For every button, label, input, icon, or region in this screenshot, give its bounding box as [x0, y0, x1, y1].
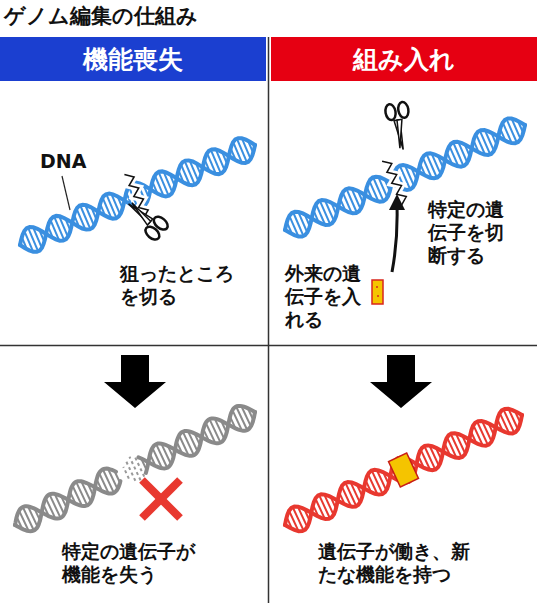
base-pair — [319, 495, 330, 519]
base-pair — [183, 432, 194, 456]
base-pair — [123, 467, 129, 479]
cut-gap — [382, 161, 406, 205]
base-pair — [293, 507, 304, 531]
base-pair — [103, 469, 114, 493]
base-pair — [346, 189, 356, 213]
base-pair — [426, 154, 436, 178]
cross-mark — [142, 480, 180, 518]
caption-text: 特定の遺伝子を切断する — [428, 198, 504, 266]
header-band: 機能喪失 — [0, 37, 266, 81]
base-pair — [453, 142, 463, 166]
base-pair — [23, 507, 34, 531]
base-pair — [80, 205, 90, 229]
dna-strand — [285, 409, 522, 525]
down-arrow — [370, 355, 432, 408]
caption-text: 狙ったところを切る — [120, 262, 234, 308]
base-pair — [293, 212, 303, 236]
base-pair — [345, 483, 356, 507]
result-text: 遺伝子が働き、新たな機能を持つ — [318, 540, 470, 586]
dna-strand — [20, 145, 255, 252]
arrow-head — [389, 194, 405, 210]
base-pair — [424, 446, 435, 470]
dna-strand — [285, 415, 522, 531]
base-pair — [506, 119, 516, 143]
base-pair — [129, 457, 140, 481]
title: ゲノム編集の仕組み — [4, 4, 198, 29]
base-pair — [54, 216, 64, 240]
insert-arrow — [392, 205, 397, 272]
leader-line — [62, 176, 70, 210]
dna-strand — [20, 138, 255, 245]
foreign-gene — [372, 280, 383, 304]
base-pair — [480, 131, 490, 155]
base-pair — [373, 177, 383, 201]
base-pair — [106, 194, 116, 218]
dna-label: DNA — [40, 150, 97, 173]
band-label: 機能喪失 — [83, 43, 183, 76]
dna-strand — [139, 406, 256, 469]
result-text: 特定の遺伝子が機能を失う — [62, 540, 195, 586]
band-label: 組み入れ — [353, 43, 455, 76]
cut-line — [382, 161, 406, 205]
dna-helices — [15, 119, 525, 532]
base-pair — [451, 434, 462, 458]
caption-text: 外来の遺伝子を入れる — [285, 262, 361, 330]
base-pair — [185, 161, 195, 185]
scissors — [121, 196, 170, 243]
base-pair — [211, 150, 221, 174]
header-band: 組み入れ — [271, 37, 537, 81]
divider — [268, 37, 270, 603]
dna-strand — [146, 412, 255, 473]
scissors — [384, 101, 415, 151]
down-arrow — [104, 355, 166, 408]
base-pair — [503, 409, 514, 433]
base-pair — [156, 444, 167, 468]
base-pair — [49, 494, 60, 518]
base-pair — [237, 139, 247, 163]
base-pair — [320, 201, 330, 225]
base-pair — [159, 172, 169, 196]
base-pair — [209, 419, 220, 443]
base-pair — [236, 407, 247, 431]
divider — [0, 345, 537, 347]
dna-strand — [15, 481, 120, 525]
dna-strand — [15, 469, 116, 532]
base-pair — [372, 470, 383, 494]
base-pair — [477, 422, 488, 446]
base-pair — [76, 482, 87, 506]
base-pair — [28, 227, 38, 251]
inserted-gene — [389, 453, 419, 487]
base-pair — [126, 460, 136, 480]
